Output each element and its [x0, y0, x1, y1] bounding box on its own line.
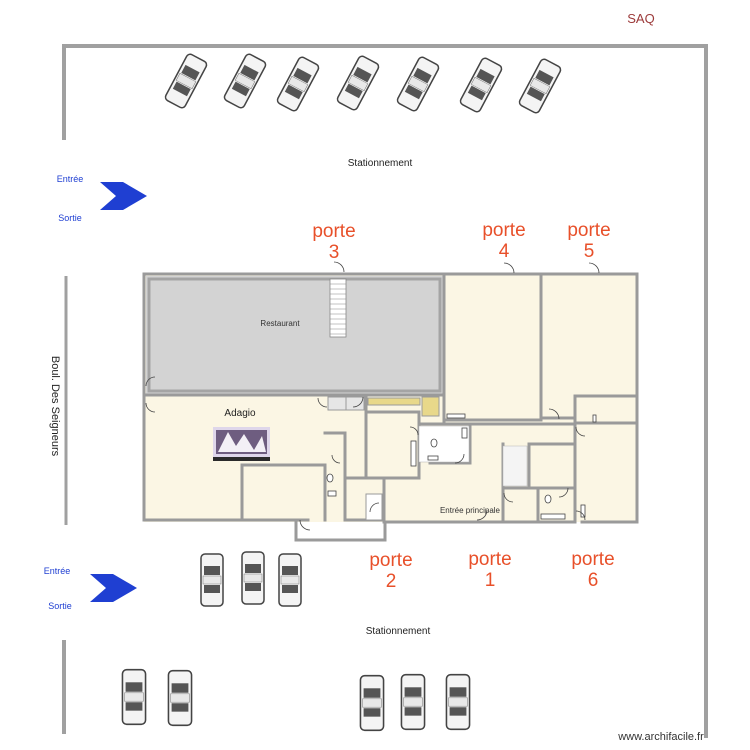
building: Restaurant Adagio [142, 261, 639, 542]
car-icon [167, 669, 193, 727]
arrow-bottom-icon [90, 574, 137, 602]
arrow-top-icon [100, 182, 147, 210]
entree-top-label: Entrée [57, 174, 84, 184]
car-icon [163, 52, 209, 110]
car-icon [121, 668, 147, 726]
car-icon [335, 54, 381, 112]
parking-top-label: Stationnement [348, 158, 413, 169]
room-restaurant [146, 276, 443, 394]
parking-bottom-label: Stationnement [366, 626, 431, 637]
entree-bottom-label: Entrée [44, 566, 71, 576]
car-icon [359, 674, 385, 732]
restaurant-label: Restaurant [260, 319, 300, 328]
car-icon [278, 553, 302, 607]
sortie-top-label: Sortie [58, 213, 82, 223]
street-label: Boul. Des Seigneurs [49, 356, 61, 457]
car-icon [241, 551, 265, 605]
adagio-label: Adagio [224, 408, 256, 419]
car-icon [275, 55, 321, 113]
parking-top-cars [163, 52, 563, 115]
entree-principale-label: Entrée principale [440, 506, 501, 515]
parking-front-cars [200, 551, 302, 607]
car-icon [400, 673, 426, 731]
car-icon [222, 52, 268, 110]
car-icon [395, 55, 441, 113]
sortie-bottom-label: Sortie [48, 601, 72, 611]
saq-label: SAQ [627, 11, 654, 26]
lot-boundary-top [62, 44, 708, 738]
watermark: www.archifacile.fr [617, 731, 704, 743]
parking-bottom-cars [121, 668, 471, 732]
car-icon [200, 553, 224, 607]
stairs-icon [329, 278, 347, 338]
car-icon [458, 56, 504, 114]
car-icon [445, 673, 471, 731]
car-icon [517, 57, 563, 115]
